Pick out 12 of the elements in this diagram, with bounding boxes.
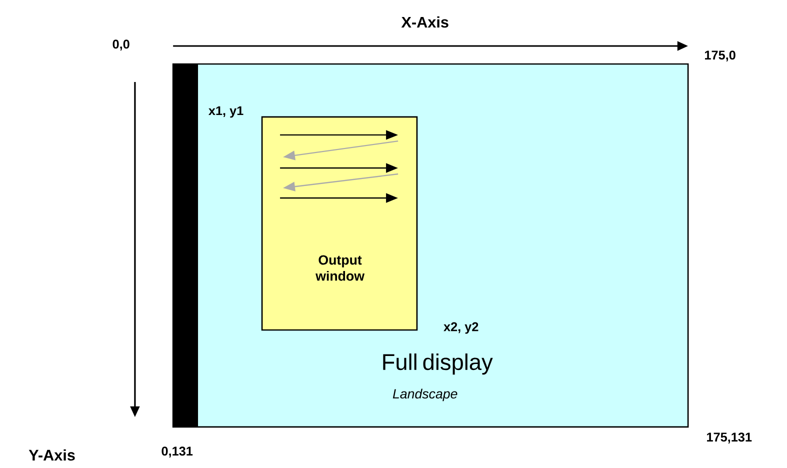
display-title: Full display bbox=[383, 353, 493, 375]
window-label: Output window bbox=[316, 255, 365, 281]
coordinate-label: 0,131 bbox=[162, 446, 193, 458]
coordinate-label: 175,0 bbox=[705, 50, 736, 62]
coordinate-label: 0,0 bbox=[112, 40, 130, 50]
output-window-box bbox=[261, 116, 418, 331]
coordinate-label: 175,131 bbox=[707, 432, 752, 444]
axis-label: Y-Axis bbox=[28, 449, 75, 461]
axis-label: X-Axis bbox=[401, 16, 448, 28]
coordinate-label: x1, y1 bbox=[208, 106, 244, 118]
display-subtitle: Landscape bbox=[392, 388, 458, 402]
coordinate-label: x2, y2 bbox=[444, 322, 478, 334]
